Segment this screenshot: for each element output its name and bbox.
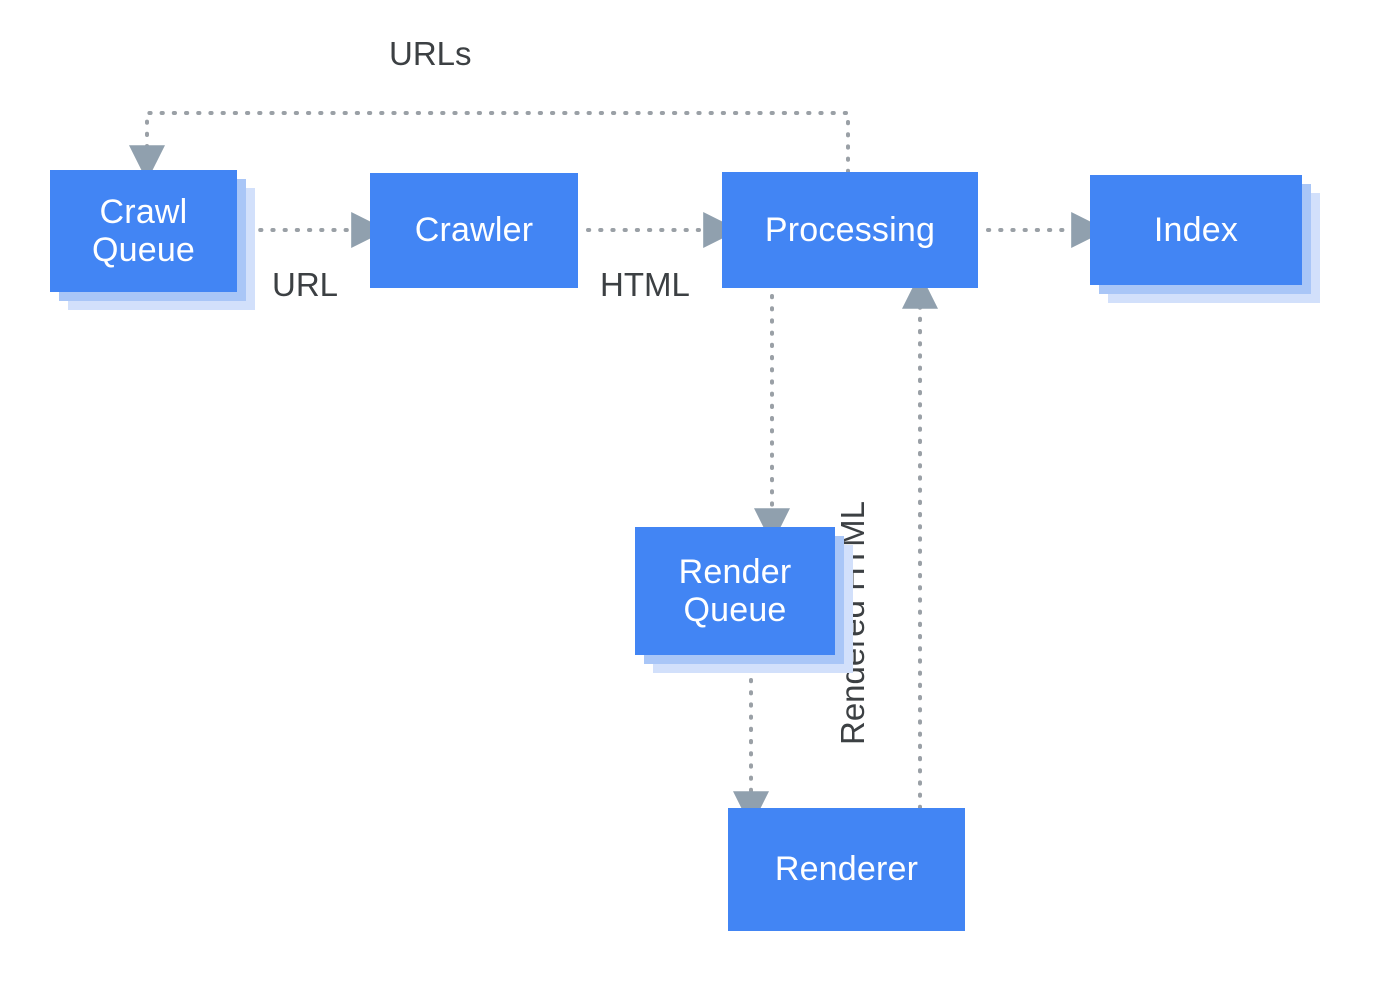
node-label-crawler: Crawler [414, 211, 534, 250]
node-face: Index [1090, 175, 1302, 285]
node-renderer[interactable]: Renderer [728, 808, 965, 931]
node-label-index: Index [1153, 210, 1239, 249]
node-label-crawl-queue: Crawl Queue [91, 192, 196, 269]
edge-label-urls: URLs [389, 35, 472, 72]
edge-urls [129, 111, 850, 182]
node-crawl-queue[interactable]: Crawl Queue [50, 170, 255, 310]
node-label-renderer: Renderer [774, 850, 919, 889]
node-processing[interactable]: Processing [722, 172, 978, 288]
node-face: Renderer [728, 808, 965, 931]
node-index[interactable]: Index [1090, 175, 1320, 303]
node-label-render-queue: Render Queue [678, 552, 792, 629]
node-crawler[interactable]: Crawler [370, 173, 578, 288]
node-face: Processing [722, 172, 978, 288]
node-label-processing: Processing [764, 210, 936, 249]
node-face: Render Queue [635, 527, 835, 655]
node-face: Crawl Queue [50, 170, 237, 292]
node-face: Crawler [370, 173, 578, 288]
node-render-queue[interactable]: Render Queue [635, 527, 853, 673]
edge-label-url: URL [272, 266, 339, 303]
edge-label-html: HTML [600, 266, 690, 303]
